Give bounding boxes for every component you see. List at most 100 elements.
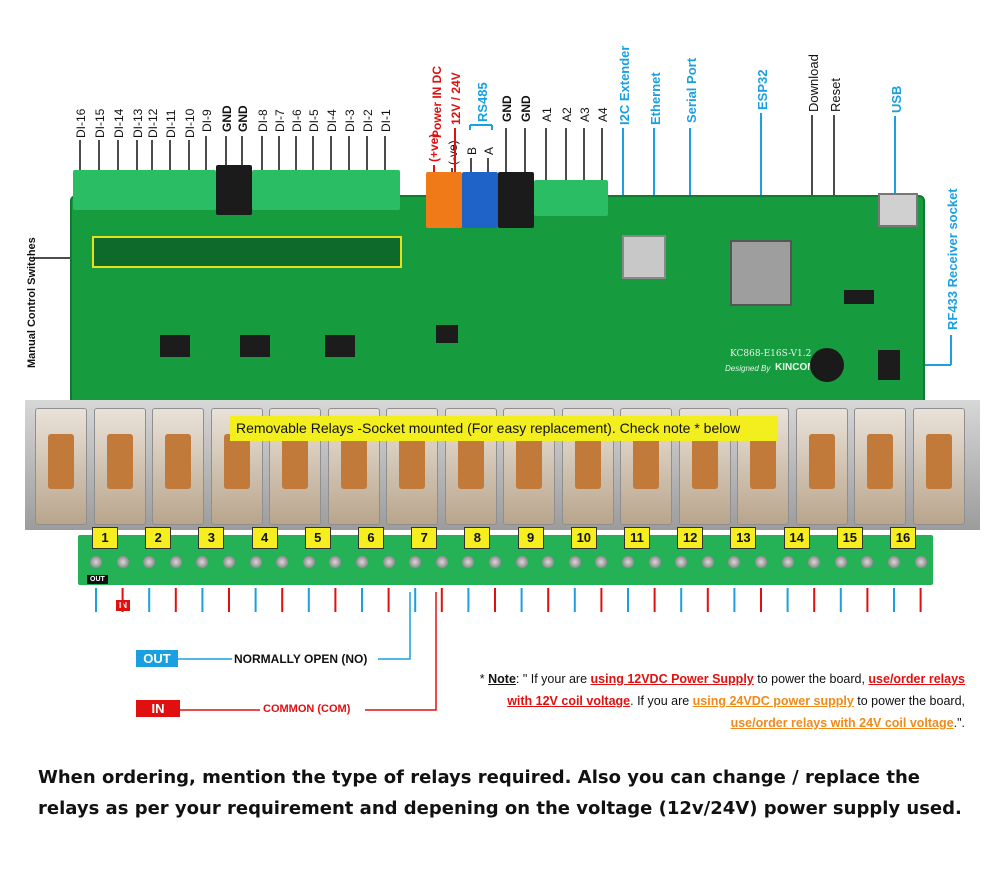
terminal-screw[interactable]: [728, 556, 741, 568]
relay-3: [152, 408, 204, 525]
relay-coil: [399, 434, 425, 489]
terminal-screw[interactable]: [302, 556, 315, 568]
terminal-screw[interactable]: [382, 556, 395, 568]
terminal-screw[interactable]: [648, 556, 661, 568]
relay-coil: [106, 434, 133, 489]
relay-16: [912, 408, 965, 525]
terminal-screw[interactable]: [489, 556, 501, 568]
terminal-screw[interactable]: [435, 556, 448, 568]
relay-15: [854, 408, 906, 525]
note-text: . If you are: [630, 694, 693, 708]
relay-number-11: 11: [624, 527, 650, 549]
buzzer: [810, 348, 844, 382]
power-terminal: [426, 172, 462, 228]
analog-terminal: [534, 180, 608, 216]
terminal-screw[interactable]: [276, 556, 289, 568]
legend-in-text: COMMON (COM): [263, 703, 351, 715]
terminal-screw[interactable]: [568, 556, 581, 568]
terminal-screw[interactable]: [622, 556, 634, 568]
note-24v-relays: use/order relays with 24V coil voltage: [730, 716, 954, 730]
terminal-screw[interactable]: [675, 556, 688, 568]
terminal-screw[interactable]: [356, 556, 368, 568]
relay-number-12: 12: [677, 527, 704, 549]
relay-number-13: 13: [730, 527, 757, 549]
ic-chip: [160, 335, 190, 357]
relay-coil: [633, 434, 659, 489]
terminal-screw[interactable]: [755, 556, 767, 568]
relay-number-14: 14: [783, 527, 810, 549]
terminal-screw[interactable]: [143, 556, 156, 568]
relay-number-8: 8: [464, 527, 491, 549]
note-text: .".: [953, 716, 965, 730]
relay-coil: [282, 434, 308, 489]
note-24v-supply: using 24VDC power supply: [692, 694, 854, 708]
di-terminal-right: [252, 170, 400, 210]
relay-coil: [340, 434, 367, 489]
relay-coil: [457, 434, 484, 489]
ethernet-port: [622, 235, 666, 279]
terminal-screw[interactable]: [808, 556, 821, 568]
esp32-module: [730, 240, 792, 306]
gnd-terminal-right: [498, 172, 534, 228]
relay-1: [35, 408, 87, 525]
terminal-screw[interactable]: [515, 556, 528, 568]
board-brand: KINCONY: [775, 362, 822, 373]
ic-chip: [844, 290, 874, 304]
note-12v-supply: using 12VDC Power Supply: [590, 672, 754, 686]
terminal-screw[interactable]: [169, 556, 182, 568]
relay-coil: [925, 434, 952, 489]
rf433-socket: [878, 350, 900, 380]
terminal-screw[interactable]: [781, 556, 794, 568]
note-text: to power the board,: [853, 694, 965, 708]
terminal-screw[interactable]: [223, 556, 235, 568]
relay-number-9: 9: [517, 527, 544, 549]
relay-number-2: 2: [145, 527, 172, 549]
relay-7: [386, 408, 438, 525]
board-designed: Designed By: [725, 364, 771, 373]
ic-chip: [436, 325, 458, 343]
terminal-screw[interactable]: [542, 556, 555, 568]
note-12v-relays: use/order relays with 12V coil voltage: [507, 672, 965, 708]
manual-switch-strip[interactable]: [92, 236, 402, 268]
terminal-screw[interactable]: [90, 556, 102, 568]
relay-number-4: 4: [251, 527, 278, 549]
note-text: : " If your are: [515, 672, 591, 686]
relay-coil: [574, 434, 601, 489]
legend-out-text: NORMALLY OPEN (NO): [234, 652, 368, 666]
terminal-screw[interactable]: [462, 556, 475, 568]
gnd-terminal-left: [216, 165, 252, 215]
relay-2: [93, 408, 146, 525]
relay-coil: [223, 434, 250, 489]
terminal-screw[interactable]: [116, 556, 129, 568]
legend-in-tag: IN: [136, 700, 180, 717]
terminal-screw[interactable]: [329, 556, 342, 568]
relay-14: [795, 408, 848, 525]
legend-connector: [378, 592, 411, 660]
terminal-screw[interactable]: [861, 556, 874, 568]
terminal-screw[interactable]: [196, 556, 209, 568]
rs485-terminal: [462, 172, 498, 228]
legend-connector: [365, 592, 437, 711]
note-prefix: *: [479, 672, 489, 686]
terminal-screw[interactable]: [834, 556, 847, 568]
note-label: Note: [488, 672, 516, 686]
relay-note-banner: Removable Relays -Socket mounted (For ea…: [230, 416, 778, 441]
ordering-instructions: When ordering, mention the type of relay…: [38, 767, 962, 819]
terminal-screw[interactable]: [888, 556, 900, 568]
relay-coil: [48, 434, 74, 489]
terminal-screw[interactable]: [249, 556, 262, 568]
relay-number-16: 16: [890, 527, 916, 549]
relay-coil: [750, 434, 776, 489]
terminal-screw[interactable]: [409, 556, 422, 568]
legend-out-tag: OUT: [136, 650, 178, 667]
relay-number-10: 10: [570, 527, 597, 549]
terminal-screw[interactable]: [914, 556, 927, 568]
terminal-screw[interactable]: [595, 556, 608, 568]
terminal-screw[interactable]: [701, 556, 714, 568]
note-text: to power the board,: [753, 672, 869, 686]
relay-number-6: 6: [358, 527, 384, 549]
ic-chip: [325, 335, 355, 357]
relay-coil: [808, 434, 835, 489]
relay-number-15: 15: [836, 527, 863, 549]
di-terminal-left: [73, 170, 216, 210]
